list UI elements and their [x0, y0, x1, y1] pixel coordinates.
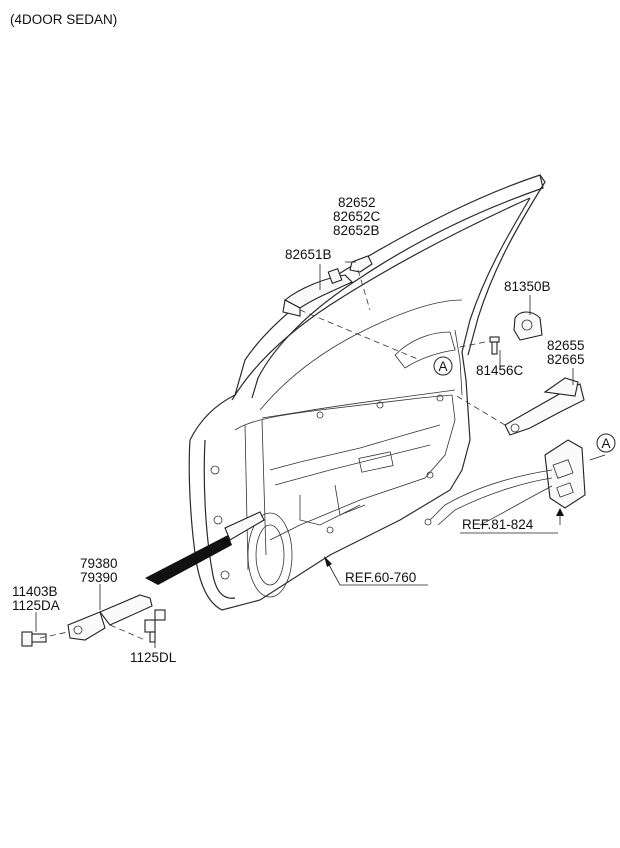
label-82651b: 82651B	[285, 247, 332, 262]
solid-leaders	[35, 261, 606, 648]
label-82652c: 82652C	[333, 209, 381, 224]
label-82652: 82652	[338, 195, 376, 210]
bolt-11403b	[21, 631, 47, 647]
label-79380: 79380	[80, 556, 118, 571]
door-latch	[424, 439, 586, 526]
latch-striker	[513, 311, 543, 341]
label-1125dl: 1125DL	[130, 650, 177, 665]
label-82652b: 82652B	[333, 223, 380, 238]
door-checker	[67, 594, 166, 641]
callout-a-latch: A	[596, 433, 616, 453]
inside-handle	[504, 377, 585, 436]
screw-81456c	[489, 336, 500, 355]
ref-60-760: REF.60-760	[345, 570, 416, 585]
dashed-leaders	[39, 269, 506, 641]
label-82655: 82655	[547, 338, 585, 353]
ref-81-824: REF.81-824	[462, 517, 534, 532]
label-1125da: 1125DA	[12, 598, 60, 613]
bolt-1125dl	[144, 619, 156, 643]
diagram-title: (4DOOR SEDAN)	[10, 12, 117, 27]
ref60-arrow	[324, 556, 332, 567]
svg-text:A: A	[601, 436, 610, 451]
ref81-arrow	[556, 508, 564, 516]
outside-handle	[282, 267, 353, 317]
label-81350b: 81350B	[504, 279, 551, 294]
door-panel	[188, 174, 546, 611]
handle-cap	[349, 255, 373, 273]
label-79390: 79390	[80, 570, 118, 585]
callout-a-door: A	[433, 356, 453, 376]
svg-text:A: A	[438, 359, 447, 374]
label-11403b: 11403B	[12, 584, 58, 599]
label-82665: 82665	[547, 352, 585, 367]
checker-pointer	[145, 535, 232, 585]
label-81456c: 81456C	[476, 363, 524, 378]
